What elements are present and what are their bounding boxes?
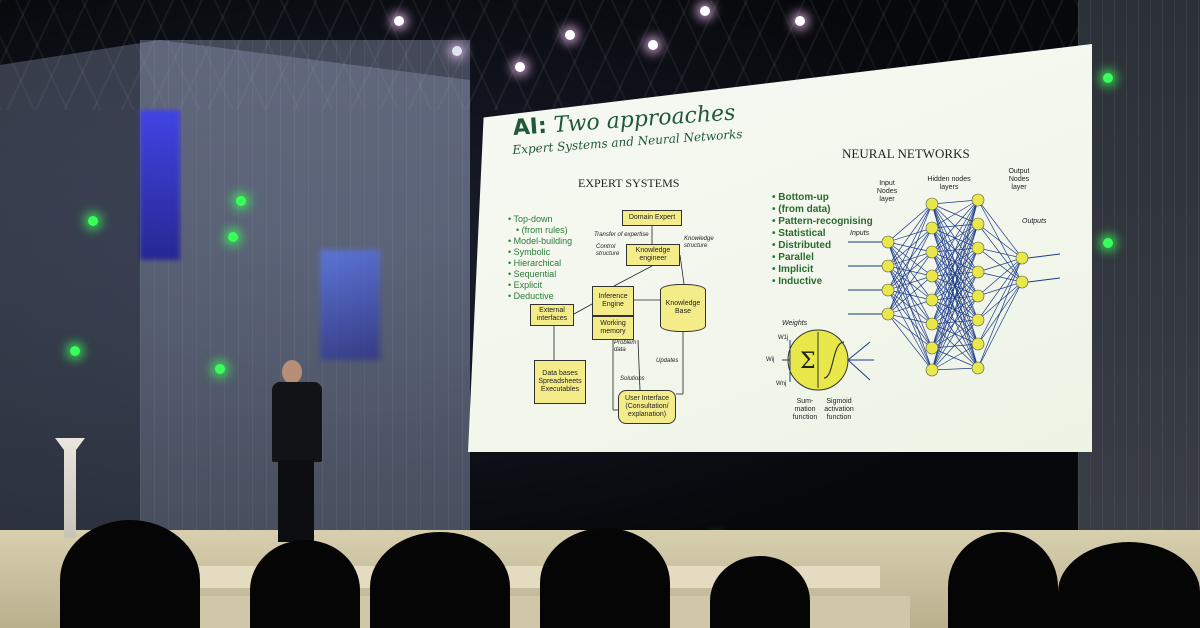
inputs-label: Inputs bbox=[850, 230, 870, 237]
weight-w1-label: W1j bbox=[778, 335, 789, 341]
green-stage-light bbox=[1103, 73, 1113, 83]
blue-light bbox=[140, 110, 180, 260]
expert-systems-heading: EXPERT SYSTEMS bbox=[578, 176, 680, 190]
stage-spotlight bbox=[452, 46, 462, 56]
knowledge-base-box: Knowledge Base bbox=[660, 284, 706, 332]
weights-label: Weights bbox=[782, 320, 808, 327]
hidden-layer-label: Hidden nodes layers bbox=[927, 176, 971, 191]
audience-silhouette bbox=[948, 532, 1058, 628]
green-stage-light bbox=[88, 216, 98, 226]
knowledge-structure-label: Knowledge structure bbox=[684, 236, 714, 249]
working-memory-box: Working memory bbox=[592, 316, 634, 340]
weight-wi-label: Wij bbox=[766, 357, 775, 363]
speaker-jacket bbox=[272, 382, 322, 462]
list-item: (from data) bbox=[772, 204, 873, 216]
updates-label: Updates bbox=[656, 358, 679, 364]
expert-bullet-list: Top-down (from rules) Model-building Sym… bbox=[508, 214, 573, 302]
list-item: Hierarchical bbox=[508, 258, 572, 269]
stage-spotlight bbox=[700, 6, 710, 16]
green-stage-light bbox=[236, 196, 246, 206]
neural-networks-heading: NEURAL NETWORKS bbox=[842, 146, 970, 161]
user-interface-box: User Interface (Consultation/ explanatio… bbox=[618, 390, 676, 424]
inference-engine-box: Inference Engine bbox=[592, 286, 634, 316]
external-interfaces-box: External interfaces bbox=[530, 304, 574, 326]
stage-spotlight bbox=[394, 16, 404, 26]
speaker-legs bbox=[278, 460, 314, 542]
control-structure-label: Control structure bbox=[596, 244, 620, 257]
green-stage-light bbox=[70, 346, 80, 356]
list-item: Statistical bbox=[772, 228, 873, 240]
slide-title-bold: AI: bbox=[512, 113, 548, 141]
audience-silhouette bbox=[60, 520, 200, 628]
stage-spotlight bbox=[515, 62, 525, 72]
green-stage-light bbox=[228, 232, 238, 242]
list-item: Bottom-up bbox=[772, 192, 873, 204]
right-scaffold bbox=[1078, 0, 1200, 560]
audience-silhouette bbox=[1058, 542, 1200, 628]
list-item: Parallel bbox=[772, 252, 873, 264]
sigmoid-label: Sigmoid activation function bbox=[824, 398, 854, 421]
databases-box: Data bases Spreadsheets Executables bbox=[534, 360, 586, 404]
list-item: Explicit bbox=[508, 280, 572, 291]
domain-expert-box: Domain Expert bbox=[622, 210, 682, 226]
stage-spotlight bbox=[795, 16, 805, 26]
weight-wn-label: Wnj bbox=[776, 381, 787, 387]
list-item: Top-down bbox=[508, 214, 572, 225]
audience-silhouette bbox=[250, 540, 360, 628]
input-layer-label: Input Nodes layer bbox=[876, 180, 898, 203]
summation-label: Sum- mation function bbox=[792, 398, 818, 421]
neural-bullet-list: Bottom-up (from data) Pattern-recognisin… bbox=[772, 192, 873, 288]
green-stage-light bbox=[1103, 238, 1113, 248]
stage-spotlight bbox=[565, 30, 575, 40]
left-scaffold bbox=[0, 40, 470, 540]
audience-silhouette bbox=[370, 532, 510, 628]
list-item: Inductive bbox=[772, 276, 873, 288]
audience-silhouette bbox=[710, 556, 810, 628]
list-item: Model-building bbox=[508, 236, 573, 247]
list-item: Deductive bbox=[508, 291, 572, 302]
outputs-label: Outputs bbox=[1022, 218, 1047, 225]
green-stage-light bbox=[215, 364, 225, 374]
transfer-label: Transfer of expertise bbox=[594, 232, 649, 238]
list-item: Implicit bbox=[772, 264, 873, 276]
problem-data-label: Problem data bbox=[614, 340, 637, 353]
list-item: (from rules) bbox=[508, 225, 572, 236]
speaker-person bbox=[262, 360, 322, 545]
solutions-label: Solutions bbox=[620, 376, 645, 382]
list-item: Symbolic bbox=[508, 247, 572, 258]
list-item: Pattern-recognising bbox=[772, 216, 872, 228]
blue-light bbox=[320, 250, 380, 360]
stage-spotlight bbox=[648, 40, 658, 50]
knowledge-engineer-box: Knowledge engineer bbox=[626, 244, 680, 266]
audience-silhouette bbox=[540, 528, 670, 628]
list-item: Sequential bbox=[508, 269, 572, 280]
output-layer-label: Output Nodes layer bbox=[1008, 168, 1030, 191]
list-item: Distributed bbox=[772, 240, 873, 252]
speaker-head bbox=[282, 360, 302, 384]
